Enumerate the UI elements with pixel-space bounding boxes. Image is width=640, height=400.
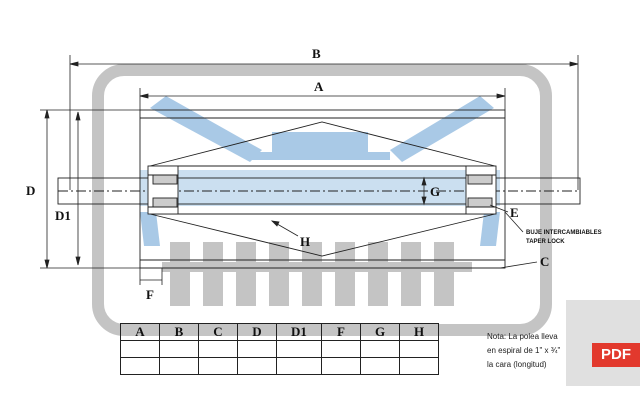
watermark-slats xyxy=(162,242,472,306)
table-header-g: G xyxy=(360,323,400,341)
table-header-d1: D1 xyxy=(276,323,322,341)
table-header-b: B xyxy=(159,323,199,341)
table-cell xyxy=(321,340,361,358)
label-f: F xyxy=(146,287,154,302)
table-cell xyxy=(198,340,238,358)
table-cell xyxy=(120,357,160,375)
table-header-row: A B C D D1 F G H xyxy=(120,323,439,341)
table-header-f: F xyxy=(321,323,361,341)
table-header-c: C xyxy=(198,323,238,341)
dimension-g xyxy=(421,176,427,206)
table-cell xyxy=(399,340,439,358)
table-cell xyxy=(159,357,199,375)
table-cell xyxy=(321,357,361,375)
taper-note-line2: TAPER LOCK xyxy=(526,239,565,245)
table-header-a: A xyxy=(120,323,160,341)
label-a: A xyxy=(314,79,324,94)
dimension-b xyxy=(69,55,579,190)
watermark-idlers xyxy=(140,96,500,246)
table-cell xyxy=(237,340,277,358)
table-row xyxy=(120,340,439,358)
pulley-body xyxy=(139,109,506,269)
label-d1: D1 xyxy=(55,208,71,223)
table-cell xyxy=(237,357,277,375)
hub-left xyxy=(147,165,179,215)
note-line1: Nota: La polea lleva xyxy=(487,332,558,341)
label-g: G xyxy=(430,184,440,199)
table-cell xyxy=(360,340,400,358)
hub-right xyxy=(465,165,497,215)
table-header-h: H xyxy=(399,323,439,341)
pdf-icon[interactable]: PDF xyxy=(592,343,640,367)
table-cell xyxy=(120,340,160,358)
label-b: B xyxy=(312,46,321,61)
label-e: E xyxy=(510,205,519,220)
table-row xyxy=(120,357,439,375)
table-cell xyxy=(399,357,439,375)
taper-note-line1: BUJE INTERCAMBIABLES xyxy=(526,230,602,236)
pulley-note: Nota: La polea lleva en espiral de 1" x … xyxy=(487,330,567,372)
table-cell xyxy=(159,340,199,358)
note-line3: la cara (longitud) xyxy=(487,360,547,369)
table-cell xyxy=(198,357,238,375)
note-line2: en espiral de 1" x ¾" xyxy=(487,346,561,355)
label-c: C xyxy=(540,254,549,269)
leader-lines xyxy=(139,204,538,285)
dimensions-table: A B C D D1 F G H xyxy=(120,323,439,375)
label-d: D xyxy=(26,183,35,198)
label-h: H xyxy=(300,234,310,249)
table-header-d: D xyxy=(237,323,277,341)
table-cell xyxy=(276,357,322,375)
dimension-a xyxy=(139,88,506,110)
table-cell xyxy=(276,340,322,358)
table-cell xyxy=(360,357,400,375)
